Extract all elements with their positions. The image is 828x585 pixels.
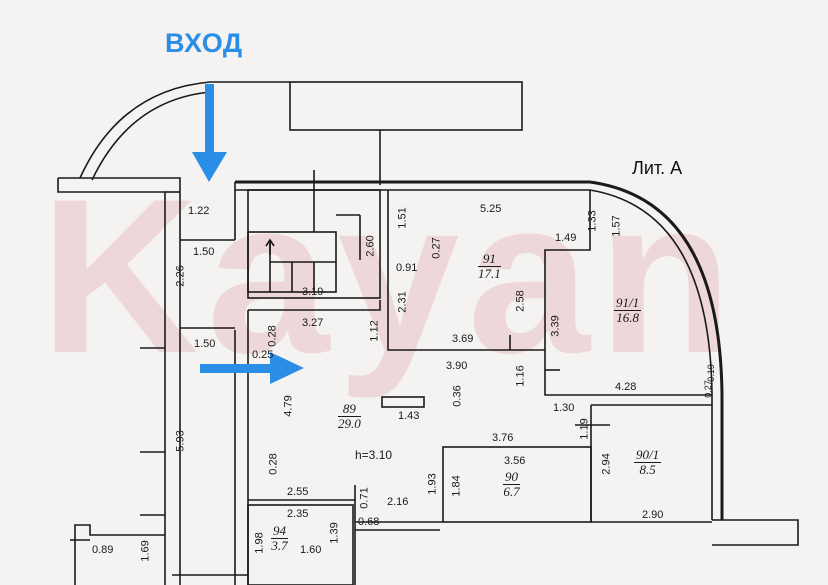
ceiling-height: h=3.10: [355, 448, 393, 462]
arrow-down-icon: [192, 84, 227, 182]
dimension-label: 1.57: [610, 215, 623, 237]
dimension-label: 3.56: [504, 455, 526, 467]
dimension-label: 2.94: [600, 453, 613, 475]
dimension-label: 4.28: [615, 381, 637, 393]
dimension-label: 5.93: [174, 430, 187, 452]
dimension-label: 1.19: [578, 418, 591, 440]
dimension-label: 3.19: [302, 286, 324, 298]
dimension-label: 0.28: [267, 453, 280, 475]
dimension-label: 1.50: [193, 246, 215, 258]
litera-label: Лит. А: [632, 158, 683, 178]
room-area: 8.5: [639, 462, 656, 477]
arrow-right-icon: [200, 352, 304, 384]
dimension-label: 0.19: [705, 364, 716, 382]
room-area: 16.8: [616, 310, 639, 325]
entrance-label: ВХОД: [165, 28, 243, 58]
dimension-label: 1.16: [514, 365, 527, 387]
dimension-label: 1.98: [253, 532, 266, 554]
dimension-label: 2.35: [287, 508, 309, 520]
dimension-label: 1.22: [188, 205, 210, 217]
room-90-1: 90/1 8.5: [634, 447, 662, 477]
dimension-label: 4.79: [282, 395, 295, 417]
room-91: 91 17.1: [478, 252, 501, 281]
dimension-label: 3.69: [452, 333, 474, 345]
dimension-label: 1.12: [368, 320, 381, 342]
dimension-label: 1.69: [139, 540, 152, 562]
dimension-label: 1.49: [555, 232, 577, 244]
room-number: 90/1: [634, 447, 662, 463]
dimension-label: 1.50: [194, 338, 216, 350]
dimension-label: 2.16: [387, 496, 409, 508]
dimension-label: 3.90: [446, 360, 468, 372]
room-94: 94 3.7: [271, 524, 288, 553]
dimension-label: 0.68: [358, 516, 380, 528]
room-area: 3.7: [271, 538, 288, 553]
dimension-label: 0.36: [451, 385, 464, 407]
dimension-label: 0.91: [396, 262, 418, 274]
dimension-label: 3.76: [492, 432, 514, 444]
room-number: 90: [503, 469, 520, 485]
room-89: 89 29.0: [338, 402, 361, 431]
dimension-label: 5.25: [480, 203, 502, 215]
dimension-label: 3.39: [549, 315, 562, 337]
dimension-label: 2.55: [287, 486, 309, 498]
dimension-label: 1.43: [398, 410, 420, 422]
room-number: 91: [478, 252, 501, 267]
dimension-label: 0.27: [702, 380, 713, 398]
dimension-label: 0.71: [358, 487, 371, 509]
dimension-label: 1.60: [300, 544, 322, 556]
dimension-label: 2.58: [514, 290, 527, 312]
room-number: 89: [338, 402, 361, 417]
dimension-label: 2.26: [174, 265, 187, 287]
dimension-label: 2.31: [396, 291, 409, 313]
dimension-label: 3.27: [302, 317, 324, 329]
dimension-label: 1.51: [396, 207, 409, 229]
dimension-label: 0.28: [266, 325, 279, 347]
room-area: 17.1: [478, 266, 501, 281]
room-area: 6.7: [503, 484, 520, 499]
dimension-label: 1.93: [426, 473, 439, 495]
dimension-label: 0.25: [252, 349, 274, 361]
dimension-label: 1.39: [328, 522, 341, 544]
dimension-label: 0.27: [430, 237, 443, 259]
room-number: 94: [271, 523, 288, 539]
dimension-label: 1.30: [553, 402, 575, 414]
room-number: 91/1: [614, 295, 642, 311]
dimension-label: 1.33: [586, 210, 599, 232]
dimension-label: 0.89: [92, 544, 114, 556]
room-90: 90 6.7: [503, 470, 520, 499]
dimension-label: 2.90: [642, 509, 664, 521]
dimension-label: 1.84: [450, 475, 463, 497]
room-area: 29.0: [338, 416, 361, 431]
dimension-label: 2.60: [364, 235, 377, 257]
room-91-1: 91/1 16.8: [614, 295, 642, 325]
